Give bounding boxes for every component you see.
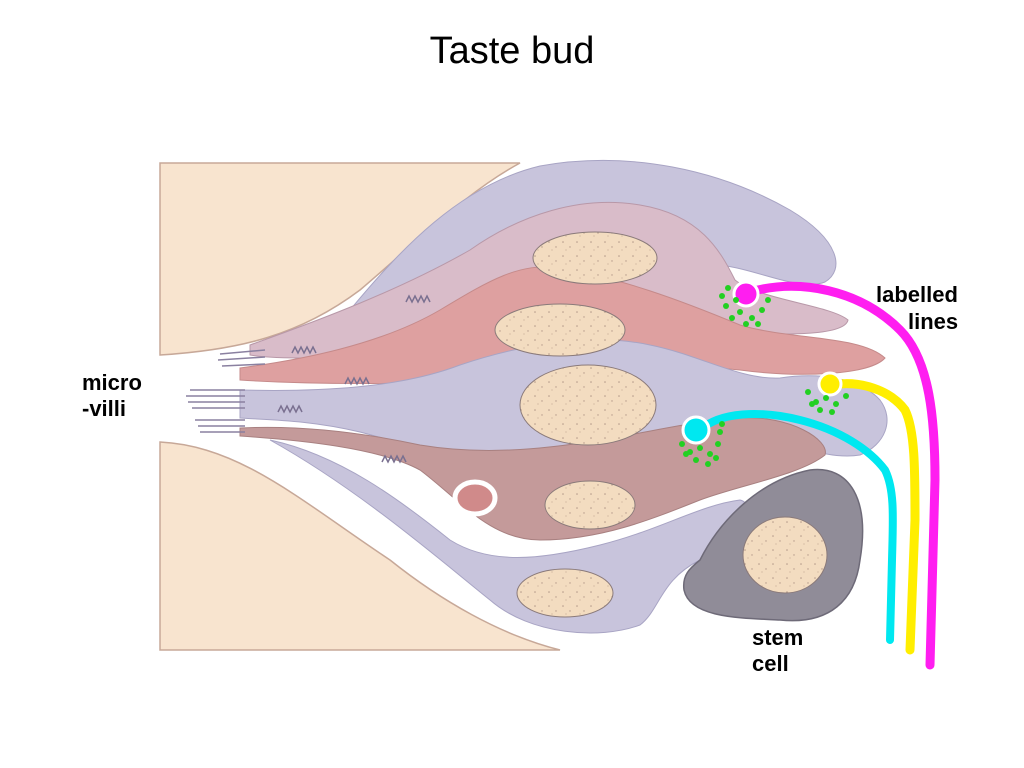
page-title: Taste bud [429, 30, 595, 72]
nucleus [519, 364, 657, 446]
receptor-cell-lower [239, 417, 826, 541]
epithelium-upper [159, 162, 521, 356]
label-labelled-lines-2: lines [908, 309, 958, 334]
epithelium-lower [159, 441, 561, 651]
label-stem-cell-2: cell [752, 651, 789, 676]
centriole-markers [277, 294, 431, 464]
nerve-fiber-magenta [745, 281, 940, 670]
nucleus [544, 480, 636, 530]
nerve-fiber-yellow [827, 379, 920, 655]
nerve-fiber-cyan [696, 410, 897, 644]
label-microvilli-1: micro [82, 370, 142, 395]
label-labelled-lines-1: labelled [876, 282, 958, 307]
nucleus [516, 568, 614, 618]
nucleus [494, 303, 626, 357]
nucleus [742, 516, 828, 594]
label-stem-cell-1: stem [752, 625, 803, 650]
label-microvilli-2: -villi [82, 396, 126, 421]
neurotransmitter-vesicles [679, 285, 849, 467]
vesicle [452, 479, 498, 517]
microvilli [186, 349, 266, 433]
synapse-terminal-magenta [732, 280, 760, 308]
synapse-terminal-yellow [817, 371, 843, 397]
nucleus [532, 231, 658, 285]
synapse-terminal-cyan [681, 415, 711, 445]
